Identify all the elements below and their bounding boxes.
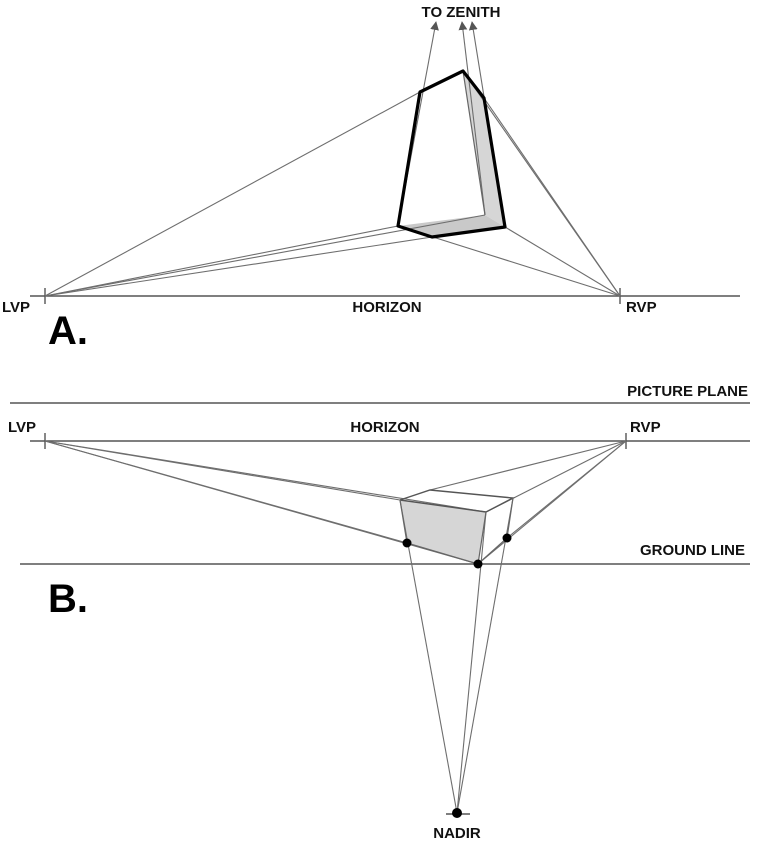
ground-point-front (473, 559, 483, 569)
ground-point-left (402, 538, 412, 548)
box-a-right-face (463, 71, 505, 227)
construction-line (477, 440, 627, 565)
box-a-inner-edge (462, 70, 486, 216)
construction-line (429, 440, 627, 491)
ground-point-right (502, 533, 512, 543)
box-a-outline (396, 69, 507, 239)
panel-a-letter: A. (48, 309, 88, 353)
zenith-label: TO ZENITH (422, 4, 501, 21)
lvp-label-a: LVP (2, 299, 30, 316)
construction-line (44, 91, 421, 297)
horizon-label-b: HORIZON (350, 419, 419, 436)
ground-line-label: GROUND LINE (640, 542, 745, 559)
rvp-label-b: RVP (630, 419, 661, 436)
construction-line (483, 97, 621, 297)
nadir-point (452, 808, 462, 818)
picture-plane-label: PICTURE PLANE (627, 383, 748, 400)
zenith-arrow (458, 21, 486, 216)
nadir-label: NADIR (433, 825, 481, 842)
nadir-line (456, 497, 514, 814)
box-b-edge (477, 537, 508, 565)
box-b-edge (506, 497, 514, 539)
panel-b-letter: B. (48, 577, 88, 621)
panel-b: PICTURE PLANE LVP HORIZON RVP GROUND LIN… (8, 383, 750, 842)
panel-a: TO ZENITH LVP HORIZON RVP A. (2, 4, 740, 353)
box-b-edge (399, 499, 408, 544)
box-b-edge (406, 542, 479, 565)
construction-line (44, 225, 399, 297)
box-b-left-face (400, 500, 486, 564)
nadir-line (399, 499, 458, 814)
box-b-edge (477, 511, 487, 565)
lvp-label-b: LVP (8, 419, 36, 436)
construction-line (44, 440, 487, 513)
box-b-right-face (478, 498, 513, 564)
construction-line (44, 214, 486, 297)
box-a-bottom-face (398, 215, 505, 237)
construction-line (504, 226, 621, 297)
horizon-label-a: HORIZON (352, 299, 421, 316)
rvp-label-a: RVP (626, 299, 657, 316)
construction-line (44, 236, 433, 297)
